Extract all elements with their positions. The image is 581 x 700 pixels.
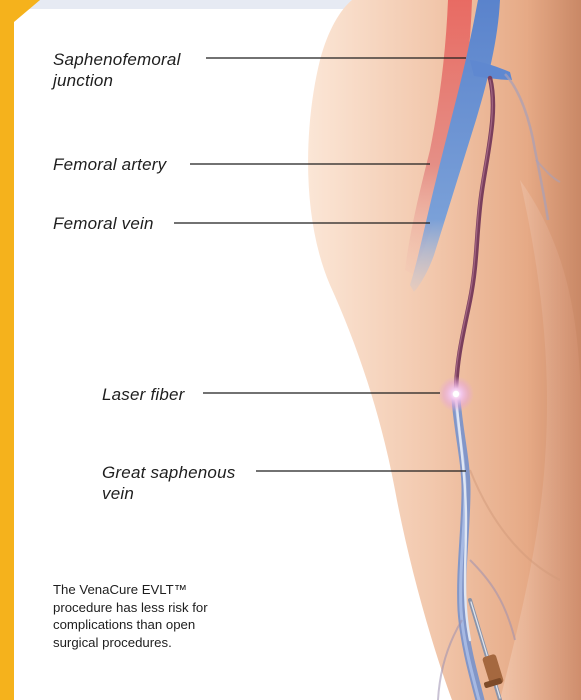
label-great-saphenous-line2: vein xyxy=(102,483,235,504)
label-saphenofemoral-line1: Saphenofemoral xyxy=(53,49,181,70)
caption-line4: surgical procedures. xyxy=(53,634,303,652)
frame-accent-corner xyxy=(14,0,40,22)
label-great-saphenous-vein: Great saphenous vein xyxy=(102,462,235,504)
label-saphenofemoral-junction: Saphenofemoral junction xyxy=(53,49,181,91)
laser-tip xyxy=(453,391,459,397)
label-laser-fiber: Laser fiber xyxy=(102,384,185,405)
caption-line2: procedure has less risk for xyxy=(53,599,303,617)
label-femoral-artery: Femoral artery xyxy=(53,154,166,175)
frame-accent xyxy=(0,0,14,700)
caption: The VenaCure EVLT™ procedure has less ri… xyxy=(53,581,303,651)
caption-line3: complications than open xyxy=(53,616,303,634)
label-great-saphenous-line1: Great saphenous xyxy=(102,462,235,483)
label-femoral-vein: Femoral vein xyxy=(53,213,154,234)
caption-line1: The VenaCure EVLT™ xyxy=(53,581,303,599)
label-saphenofemoral-line2: junction xyxy=(53,70,181,91)
